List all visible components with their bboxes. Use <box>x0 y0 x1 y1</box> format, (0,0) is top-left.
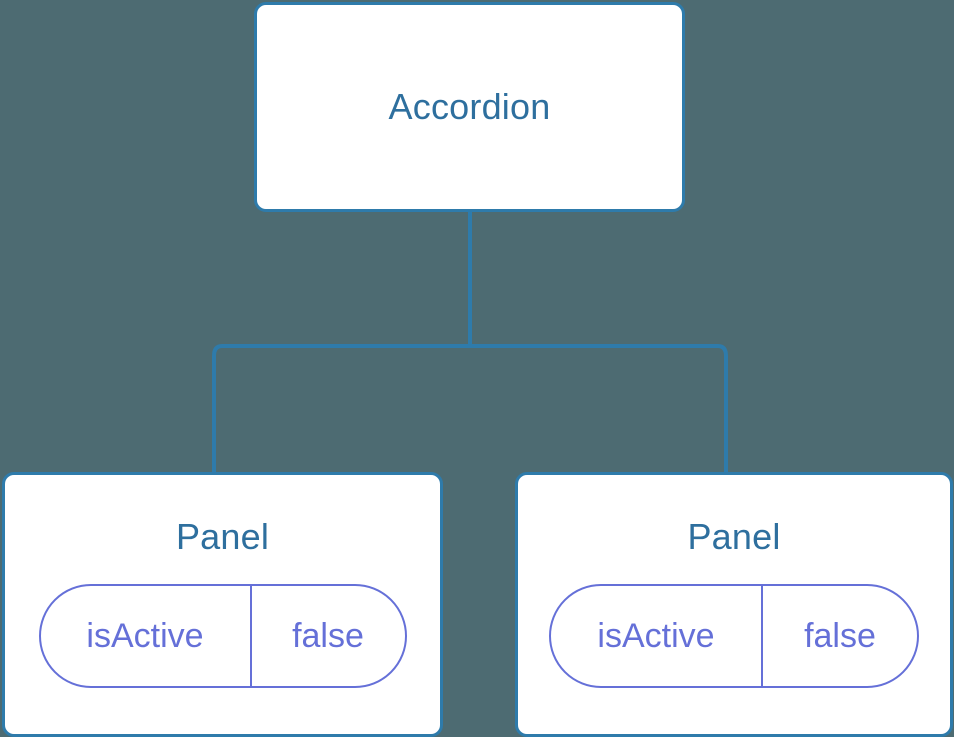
node-panel-right-body: Panel isActive false <box>518 475 950 688</box>
edge-to-panel-right <box>717 344 728 472</box>
node-panel-left-label: Panel <box>175 516 270 557</box>
prop-value: false <box>292 617 364 655</box>
edge-to-panel-left <box>212 344 223 472</box>
node-panel-left-body: Panel isActive false <box>5 475 440 688</box>
node-panel-left[interactable]: Panel isActive false <box>2 472 443 737</box>
node-panel-left-prop-isactive[interactable]: isActive false <box>38 584 407 688</box>
node-accordion[interactable]: Accordion <box>254 2 685 212</box>
prop-value: false <box>804 617 876 655</box>
node-panel-right-prop-isactive[interactable]: isActive false <box>549 584 919 688</box>
node-panel-right-label: Panel <box>687 516 781 557</box>
prop-key: isActive <box>551 586 763 686</box>
node-panel-right[interactable]: Panel isActive false <box>515 472 953 737</box>
node-accordion-label: Accordion <box>388 86 551 127</box>
prop-key: isActive <box>41 586 252 686</box>
